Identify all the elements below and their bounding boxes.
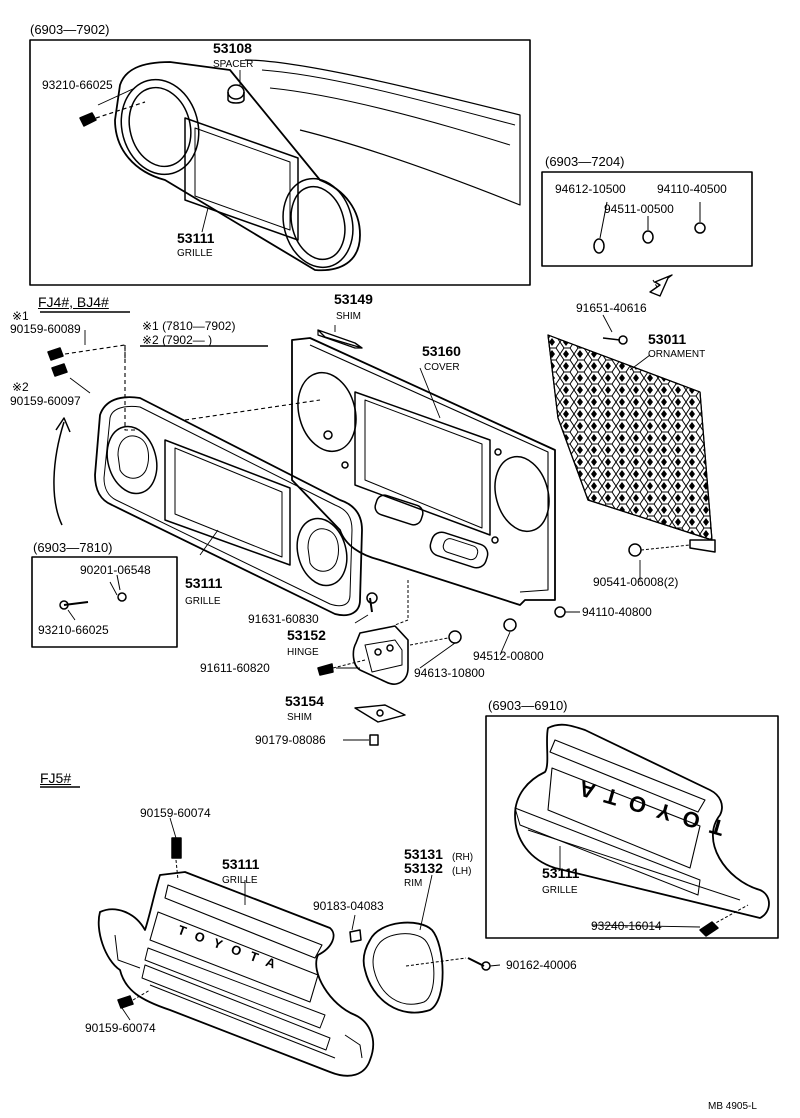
box-right-frame xyxy=(485,715,779,939)
label-grille-d: GRILLE xyxy=(542,885,578,896)
note-range-2: ※2 (7902— ) xyxy=(142,333,213,347)
label-94512: 94512-00800 xyxy=(473,649,544,663)
label-93210a: 93210-66025 xyxy=(42,78,113,92)
label-ornament: ORNAMENT xyxy=(648,349,706,360)
label-shim-a: SHIM xyxy=(336,311,361,322)
label-91631: 91631-60830 xyxy=(248,612,319,626)
label-53111c: 53111 xyxy=(222,856,260,872)
label-rim: RIM xyxy=(404,878,423,889)
label-53111a: 53111 xyxy=(177,230,215,246)
label-53111b: 53111 xyxy=(185,575,223,591)
label-94511: 94511-00500 xyxy=(604,202,674,216)
label-90159a: 90159-60089 xyxy=(10,322,81,336)
label-90541: 90541-06008(2) xyxy=(593,575,679,589)
label-94110b: 94110-40800 xyxy=(582,605,652,619)
label-90159d: 90159-60074 xyxy=(85,1021,156,1035)
label-spacer: SPACER xyxy=(213,59,254,70)
label-53011: 53011 xyxy=(648,331,687,347)
label-cover: COVER xyxy=(424,362,460,373)
label-grille-a: GRILLE xyxy=(177,248,213,259)
box-clip-frame xyxy=(541,171,753,267)
label-90159b: 90159-60097 xyxy=(10,394,81,408)
label-90183: 90183-04083 xyxy=(313,899,384,913)
label-53131: 53131 xyxy=(404,846,443,862)
label-93210b: 93210-66025 xyxy=(38,623,109,637)
label-grille-c: GRILLE xyxy=(222,875,258,886)
section-fj4: FJ4#, BJ4# xyxy=(38,294,109,310)
box-top-frame xyxy=(29,39,531,286)
label-93240: 93240-16014 xyxy=(591,919,662,933)
label-53132: 53132 xyxy=(404,860,443,876)
note-mark-1: ※1 xyxy=(12,309,29,323)
rim-53131 xyxy=(362,921,444,1014)
box-right-range: (6903—6910) xyxy=(488,698,568,713)
hinge-53152 xyxy=(352,625,409,685)
grille-plate-top xyxy=(114,61,361,272)
label-91651: 91651-40616 xyxy=(576,301,647,315)
label-hinge: HINGE xyxy=(287,647,319,658)
box-top-range: (6903—7902) xyxy=(30,22,110,37)
label-53154: 53154 xyxy=(285,693,324,709)
grille-6910 xyxy=(514,723,770,919)
box-small-range: (6903—7810) xyxy=(33,540,113,555)
label-90179: 90179-08086 xyxy=(255,733,326,747)
label-53152: 53152 xyxy=(287,627,326,643)
label-94612: 94612-10500 xyxy=(555,182,626,196)
box-small-frame xyxy=(31,556,178,648)
label-53149: 53149 xyxy=(334,291,373,307)
box-clip-range: (6903—7204) xyxy=(545,154,625,169)
note-mark-2: ※2 xyxy=(12,380,29,394)
label-53108: 53108 xyxy=(213,40,252,56)
footer-code: MB 4905-L xyxy=(708,1101,757,1112)
label-91611: 91611-60820 xyxy=(200,661,270,675)
label-90201: 90201-06548 xyxy=(80,563,151,577)
label-lh: (LH) xyxy=(452,866,472,877)
label-94613: 94613-10800 xyxy=(414,666,485,680)
label-90162: 90162-40006 xyxy=(506,958,577,972)
shim-53154 xyxy=(354,704,406,723)
grille-fj4 xyxy=(94,396,363,617)
cover-panel xyxy=(291,337,556,606)
note-range-1: ※1 (7810—7902) xyxy=(142,319,236,333)
label-grille-b: GRILLE xyxy=(185,596,221,607)
section-fj5: FJ5# xyxy=(40,770,72,786)
label-53160: 53160 xyxy=(422,343,461,359)
label-rh: (RH) xyxy=(452,852,474,863)
label-94110a: 94110-40500 xyxy=(657,182,727,196)
grille-fj5 xyxy=(97,871,375,1077)
label-90159c: 90159-60074 xyxy=(140,806,211,820)
label-53111d: 53111 xyxy=(542,865,580,881)
label-shim-b: SHIM xyxy=(287,712,312,723)
